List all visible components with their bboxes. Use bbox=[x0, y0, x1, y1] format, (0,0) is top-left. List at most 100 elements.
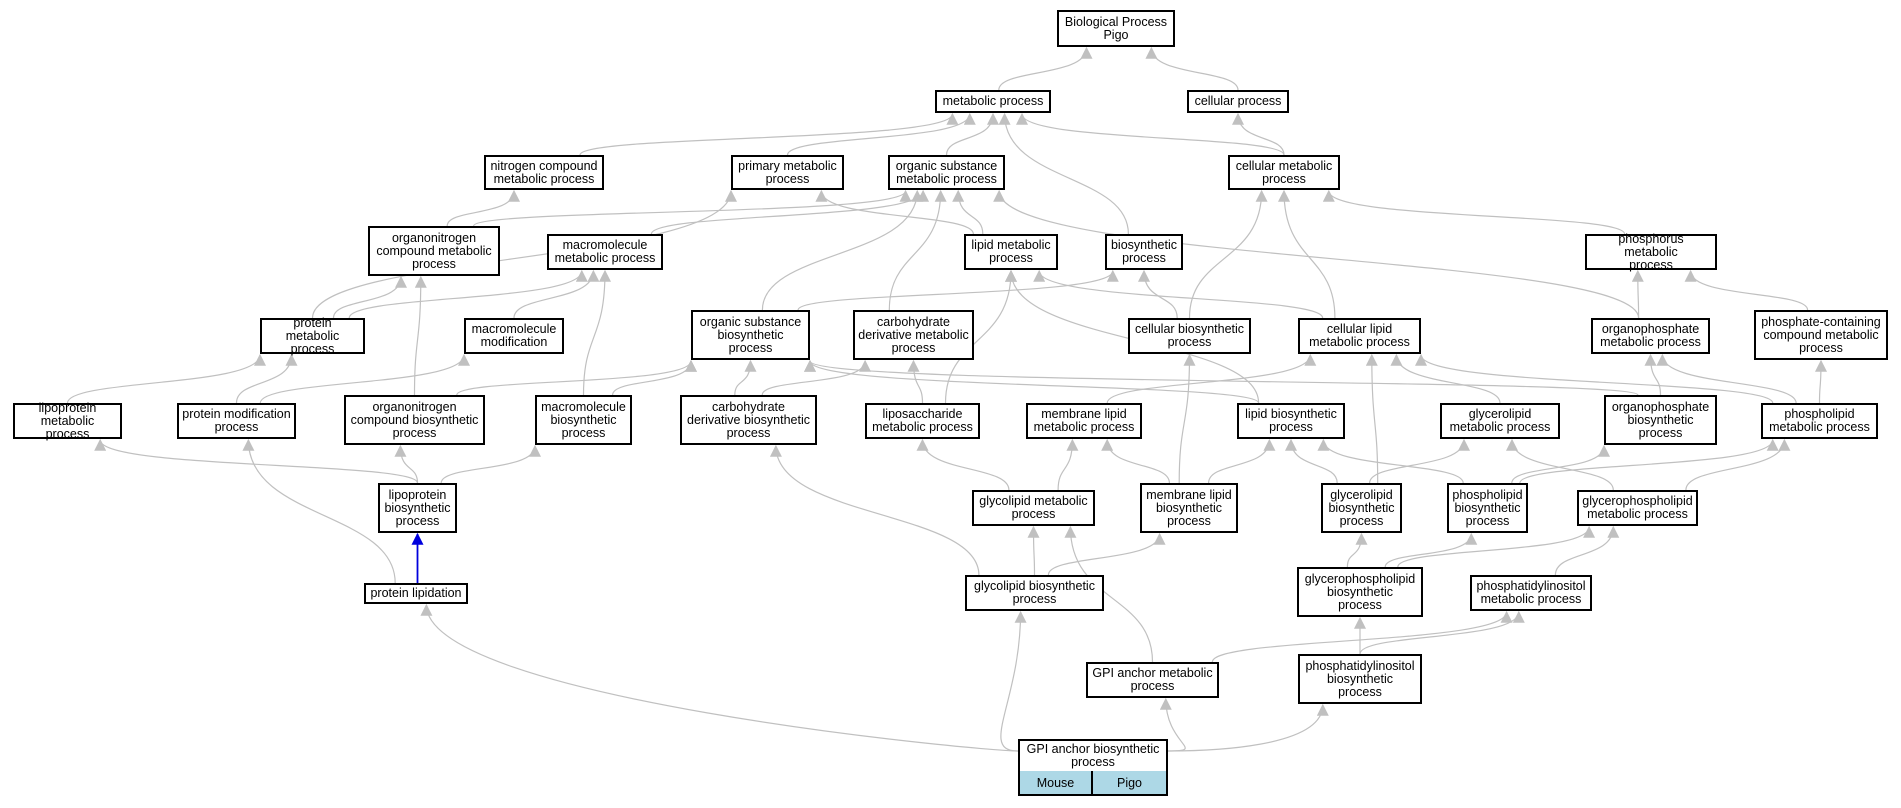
edge-gpmet-phoslipmet bbox=[1685, 438, 1791, 491]
node-memlipmet[interactable]: membrane lipid metabolic process bbox=[1026, 403, 1142, 439]
node-primary[interactable]: primary metabolic process bbox=[731, 155, 844, 190]
node-lipidmet[interactable]: lipid metabolic process bbox=[964, 234, 1058, 270]
edge-celllipid-cellmet bbox=[1278, 189, 1336, 319]
node-glycolipmet[interactable]: glycolipid metabolic process bbox=[972, 490, 1095, 526]
edge-orgphosbio-orgbiosyn bbox=[804, 359, 1639, 396]
edge-gpbio-glycerolipbio bbox=[1346, 532, 1368, 568]
node-cellmet[interactable]: cellular metabolic process bbox=[1228, 155, 1340, 190]
node-bp[interactable]: Biological Process Pigo bbox=[1057, 10, 1175, 47]
node-orgnitrobio[interactable]: organonitrogen compound biosynthetic pro… bbox=[344, 395, 485, 445]
edge-protmod-protmet bbox=[235, 353, 298, 404]
edge-carbmet-organic bbox=[888, 189, 947, 311]
edge-glycolipmet-liposacc bbox=[916, 438, 1010, 491]
node-celllipid[interactable]: cellular lipid metabolic process bbox=[1298, 318, 1421, 354]
node-pimet[interactable]: phosphatidylinositol metabolic process bbox=[1470, 575, 1592, 611]
edge-protmod-macromod bbox=[259, 353, 470, 404]
edge-cellbiosyn-biosyn bbox=[1138, 269, 1178, 319]
edge-gpmet-glycerolipmet bbox=[1506, 438, 1614, 491]
node-orgphosmet[interactable]: organophosphate metabolic process bbox=[1591, 318, 1710, 354]
edge-lipidmet-primary bbox=[815, 189, 974, 235]
node-pibio[interactable]: phosphatidylinositol biosynthetic proces… bbox=[1298, 654, 1422, 704]
edge-glycolipbio-glycolipmet bbox=[1027, 525, 1040, 576]
edge-orgbiosyn-organic bbox=[761, 189, 924, 311]
edge-memlipbio-memlipmet bbox=[1101, 438, 1170, 484]
edge-lipoprotmet-protmet bbox=[66, 353, 266, 404]
node-cellular[interactable]: cellular process bbox=[1187, 90, 1289, 113]
node-organic[interactable]: organic substance metabolic process bbox=[888, 155, 1005, 190]
edge-orgphosbio-orgphosmet bbox=[1644, 353, 1662, 396]
node-carbbio[interactable]: carbohydrate derivative biosynthetic pro… bbox=[680, 395, 817, 445]
edge-phoslipmet-orgphosmet bbox=[1656, 353, 1797, 404]
edge-protmet-primary bbox=[311, 189, 737, 319]
node-orgphosbio[interactable]: organophosphate biosynthetic process bbox=[1604, 395, 1717, 445]
node-liposacc[interactable]: liposaccharide metabolic process bbox=[865, 403, 980, 439]
edge-carbbio-orgbiosyn bbox=[734, 359, 757, 396]
node-phoslipmet[interactable]: phospholipid metabolic process bbox=[1761, 403, 1878, 439]
edge-phosmet-cellmet bbox=[1322, 189, 1626, 235]
node-gpi-biosynthetic[interactable]: GPI anchor biosynthetic process Mouse Pi… bbox=[1018, 739, 1168, 796]
node-glycerolipmet[interactable]: glycerolipid metabolic process bbox=[1440, 403, 1560, 439]
node-glycerolipbio[interactable]: glycerolipid biosynthetic process bbox=[1321, 483, 1402, 533]
edge-macrobio-orgbiosyn bbox=[612, 359, 697, 396]
node-memlipbio[interactable]: membrane lipid biosynthetic process bbox=[1140, 483, 1238, 533]
edge-glycolipmet-memlipmet bbox=[1057, 438, 1079, 491]
edge-cellmet-cellular bbox=[1232, 112, 1285, 156]
node-gpimet[interactable]: GPI anchor metabolic process bbox=[1086, 662, 1219, 698]
edge-root-glycolipbio bbox=[1000, 610, 1027, 752]
edge-lipidmet-organic bbox=[952, 189, 984, 235]
node-macromet[interactable]: macromolecule metabolic process bbox=[547, 234, 663, 270]
node-carbmet[interactable]: carbohydrate derivative metabolic proces… bbox=[853, 310, 974, 360]
node-lipidbio[interactable]: lipid biosynthetic process bbox=[1237, 403, 1345, 439]
node-phoslipbio[interactable]: phospholipid biosynthetic process bbox=[1447, 483, 1528, 533]
edge-root-gpimet bbox=[1159, 697, 1186, 752]
edge-orgnitro-organic bbox=[473, 189, 912, 227]
node-protlipid[interactable]: protein lipidation bbox=[364, 583, 468, 604]
node-orgbiosyn[interactable]: organic substance biosynthetic process bbox=[691, 310, 810, 360]
node-metabolic[interactable]: metabolic process bbox=[935, 90, 1051, 113]
edge-orgphosmet-organic bbox=[993, 189, 1640, 319]
edge-phoslipbio-phoslipmet bbox=[1519, 438, 1779, 484]
edge-biosyn-metabolic bbox=[998, 112, 1129, 235]
node-phosmet[interactable]: phosphorus metabolic process bbox=[1585, 232, 1717, 271]
node-orgnitro[interactable]: organonitrogen compound metabolic proces… bbox=[368, 226, 500, 276]
edge-memlipmet-celllipid bbox=[1106, 353, 1317, 404]
node-protmet[interactable]: protein metabolic process bbox=[260, 316, 365, 355]
node-cellbiosyn[interactable]: cellular biosynthetic process bbox=[1128, 318, 1251, 354]
root-title: GPI anchor biosynthetic process bbox=[1020, 741, 1166, 773]
node-phoscont[interactable]: phosphate-containing compound metabolic … bbox=[1754, 310, 1888, 360]
node-macromod[interactable]: macromolecule modification bbox=[464, 318, 564, 354]
edge-nitrogen-metabolic bbox=[579, 112, 959, 156]
edge-glycolipbio-carbbio bbox=[769, 444, 980, 576]
edge-root-protlipid bbox=[420, 603, 1019, 752]
edge-phoslipmet-celllipid bbox=[1415, 353, 1774, 404]
edge-lipoprotbio-orgnitrobio bbox=[394, 444, 419, 484]
edge-lipidbio-orgbiosyn bbox=[804, 359, 1260, 404]
edge-liposacc-carbmet bbox=[907, 359, 924, 404]
node-gpbio[interactable]: glycerophospholipid biosynthetic process bbox=[1297, 567, 1423, 617]
edge-macromod-macromet bbox=[513, 269, 600, 319]
edge-memlipbio-cellbiosyn bbox=[1178, 353, 1196, 484]
edge-gpbio-gpmet bbox=[1397, 525, 1596, 568]
edge-cellmet-metabolic bbox=[1016, 112, 1285, 156]
edge-gpimet-glycolipmet bbox=[1064, 525, 1154, 663]
edge-glycerolipbio-glycerolipmet bbox=[1369, 438, 1470, 484]
edge-macromet-organic bbox=[650, 189, 930, 235]
node-biosyn[interactable]: biosynthetic process bbox=[1105, 234, 1183, 270]
root-cell-mouse[interactable]: Mouse bbox=[1020, 771, 1093, 794]
edge-lipoprotbio-lipoprotmet bbox=[94, 438, 419, 484]
node-nitrogen[interactable]: nitrogen compound metabolic process bbox=[484, 155, 604, 190]
edge-celllipid-lipidmet bbox=[1033, 269, 1324, 319]
node-protmod[interactable]: protein modification process bbox=[177, 403, 296, 439]
node-lipoprotmet[interactable]: lipoprotein metabolic process bbox=[13, 401, 122, 440]
edge-glycolipbio-memlipbio bbox=[1047, 532, 1166, 576]
node-glycolipbio[interactable]: glycolipid biosynthetic process bbox=[965, 575, 1104, 611]
edge-root-pibio bbox=[1167, 703, 1329, 752]
node-lipoprotbio[interactable]: lipoprotein biosynthetic process bbox=[378, 483, 457, 533]
node-macrobio[interactable]: macromolecule biosynthetic process bbox=[535, 395, 632, 445]
edge-carbbio-carbmet bbox=[761, 359, 872, 396]
node-gpmet[interactable]: glycerophospholipid metabolic process bbox=[1577, 490, 1698, 526]
root-cell-pigo[interactable]: Pigo bbox=[1093, 771, 1166, 794]
edge-orgnitrobio-orgbiosyn bbox=[456, 359, 697, 396]
edge-layer bbox=[66, 46, 1827, 752]
